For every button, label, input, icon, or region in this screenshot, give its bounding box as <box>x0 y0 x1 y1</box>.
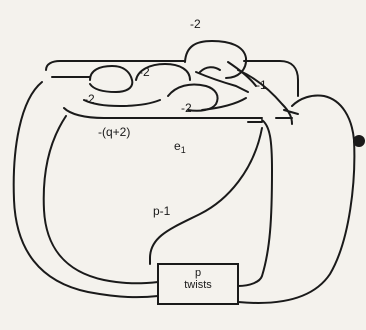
inner-loop-bottom-left <box>84 100 160 106</box>
label-inner-minus2-a: -2 <box>139 66 150 78</box>
label-q-framing: -(q+2) <box>98 126 130 138</box>
top-loop <box>185 41 246 78</box>
label-e: e <box>174 139 181 153</box>
diagonal-strand-c <box>202 98 246 110</box>
right-outer-arc <box>238 95 354 302</box>
middle-band <box>64 108 262 118</box>
crossing-gap-right <box>284 110 298 114</box>
label-p-minus1: p-1 <box>153 205 170 217</box>
right-inner-arc <box>238 120 272 286</box>
label-e-subscript: 1 <box>181 145 186 155</box>
inner-loop-bottom-right <box>168 84 218 110</box>
dotted-component-marker <box>353 135 365 147</box>
label-minus1: -1 <box>256 79 267 91</box>
inner-loop-left <box>90 66 132 92</box>
label-e1: e1 <box>174 140 186 155</box>
twist-box-twists: twists <box>158 280 238 292</box>
top-loop-clasp <box>200 67 220 72</box>
label-top-minus2: -2 <box>190 18 201 30</box>
diagonal-strand-b <box>228 62 256 86</box>
twist-box-label: p twists <box>158 268 238 291</box>
twist-box-p: p <box>158 268 238 280</box>
left-outer-arc <box>14 82 158 297</box>
label-inner-minus2-b: -2 <box>84 93 95 105</box>
p-minus1-strand <box>150 128 262 264</box>
diagonal-strand-a <box>196 72 248 92</box>
left-inner-arc <box>44 116 158 283</box>
label-inner-minus2-c: -2 <box>181 102 192 114</box>
